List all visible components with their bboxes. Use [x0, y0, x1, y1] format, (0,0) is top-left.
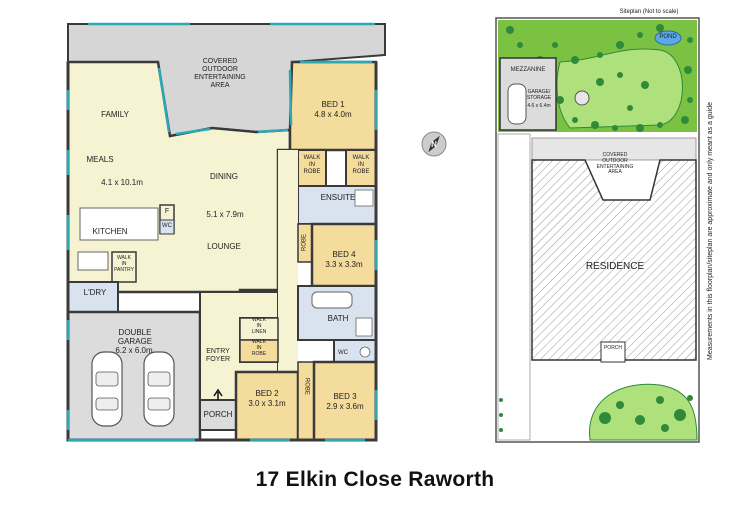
windows [66, 22, 378, 442]
residence-label: RESIDENCE [585, 261, 645, 272]
mezzanine-label: MEZZANINE [510, 67, 546, 73]
bed1-label: BED 1 [321, 100, 345, 109]
meals-size: 4.1 x 10.1m [101, 178, 143, 187]
bed4-size: 3.3 x 3.3m [325, 260, 363, 269]
car-right [143, 351, 175, 427]
site-porch-label: PORCH [603, 345, 623, 351]
toilet-icon [359, 346, 371, 358]
ensuite-vanity [354, 189, 374, 207]
garage-storage-size: 4.6 x 6.4m [527, 103, 551, 109]
walk-in-robe-1-label: WALK IN ROBE [303, 155, 321, 175]
site-covered-outdoor-label: COVERED OUTDOOR ENTERTAINING AREA [596, 152, 634, 176]
double-garage-label: DOUBLE GARAGE [117, 328, 153, 347]
robe2-label: ROBE [303, 377, 310, 395]
bathtub [311, 291, 353, 309]
walk-in-pantry [111, 251, 137, 283]
bath-label: BATH [327, 314, 349, 323]
walk-in-robe-2-label: WALK IN ROBE [352, 155, 370, 175]
entry-foyer-label: ENTRY FOYER [205, 348, 231, 364]
bed3-label: BED 3 [333, 392, 357, 401]
bed4-label: BED 4 [332, 250, 356, 259]
car-left [91, 351, 123, 427]
kitchen-label: KITCHEN [92, 227, 128, 236]
laundry-label: L'DRY [83, 288, 107, 297]
hallway [278, 150, 298, 372]
kitchen-island [79, 207, 159, 241]
svg-text:N: N [431, 140, 437, 149]
wc1-label: WC [162, 223, 172, 229]
family-label: FAMILY [101, 110, 129, 119]
walk-in-robe-3 [239, 339, 279, 363]
robe1-label: ROBE [301, 233, 308, 251]
garage-storage-label: GARAGE/ STORAGE [526, 89, 552, 101]
bed-2 [234, 370, 300, 442]
lounge-label: LOUNGE [207, 242, 241, 251]
wc-room-1 [159, 219, 175, 235]
garage-size: 6.2 x 6.0m [115, 346, 153, 355]
covered-outdoor-label: COVERED OUTDOOR ENTERTAINING AREA [194, 58, 246, 90]
walk-in-robe-3-label: WALK IN ROBE [251, 339, 267, 357]
wc2-label: WC [338, 350, 348, 356]
walk-in-pantry-label: WALK IN PANTRY [114, 255, 134, 273]
page-title: 17 Elkin Close Raworth [255, 468, 495, 491]
bed3-size: 2.9 x 3.6m [326, 402, 364, 411]
dining-size: 5.1 x 7.9m [206, 210, 244, 219]
fridge-label: F [164, 208, 170, 215]
bath-vanity [355, 317, 373, 337]
pond-label: POND [659, 34, 677, 40]
dining-label: DINING [210, 172, 238, 181]
kitchen-bench [77, 251, 109, 271]
bed2-size: 3.0 x 3.1m [248, 399, 286, 408]
compass-north-icon: N [421, 131, 447, 157]
entry-arrow-icon [213, 388, 223, 400]
ensuite-label: ENSUITE [320, 193, 356, 202]
walk-in-linen-label: WALK IN LINEN [251, 317, 267, 335]
bed1-size: 4.8 x 4.0m [314, 110, 352, 119]
meals-label: MEALS [86, 155, 114, 164]
measurement-note: Measurements in this floorplan/siteplan … [707, 102, 714, 360]
bed2-label: BED 2 [255, 389, 279, 398]
bed-4 [310, 222, 378, 288]
siteplan-heading: Siteplan (Not to scale) [619, 9, 679, 15]
porch-label: PORCH [203, 410, 233, 419]
